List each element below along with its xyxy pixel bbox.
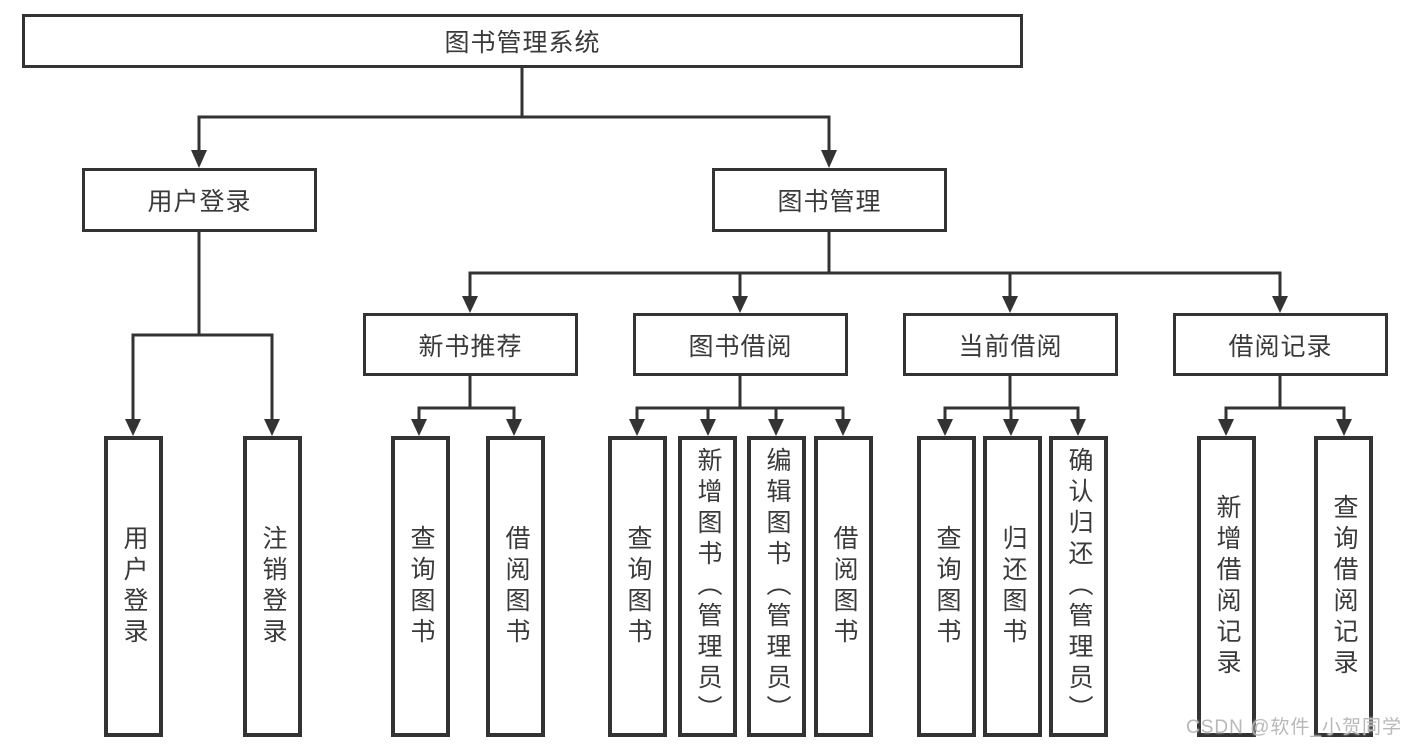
node-user-login: 用户登录 (82, 168, 317, 232)
leaf-edit-book-admin: 编辑图书（管理员） (747, 436, 806, 737)
leaf-user-login: 用户登录 (104, 436, 163, 737)
leaf-borrow-books: 借阅图书 (814, 436, 873, 737)
leaf-confirm-return-admin: 确认归还（管理员） (1049, 436, 1108, 737)
leaf-label: 新增借阅记录 (1213, 493, 1241, 680)
leaf-label: 借阅图书 (830, 524, 858, 649)
leaf-query-books-current: 查询图书 (917, 436, 976, 737)
leaf-label: 注销登录 (259, 524, 287, 649)
connector-current-to-leaves (937, 376, 1086, 436)
node-label: 图书借阅 (688, 332, 793, 361)
connector-bookmgmt-to-level3 (462, 232, 1288, 313)
leaf-add-borrow-record: 新增借阅记录 (1197, 436, 1256, 737)
leaf-label: 编辑图书（管理员） (763, 447, 791, 726)
leaf-label: 用户登录 (120, 524, 148, 649)
leaf-return-book: 归还图书 (983, 436, 1042, 737)
node-label: 图书管理 (777, 188, 882, 216)
leaf-query-books-borrow: 查询图书 (608, 436, 667, 737)
leaf-label: 查询图书 (624, 524, 652, 649)
node-label: 图书管理系统 (444, 29, 601, 57)
leaf-label: 新增图书（管理员） (694, 447, 722, 726)
leaf-borrow-books-recommend: 借阅图书 (486, 436, 545, 737)
node-borrow-records: 借阅记录 (1173, 313, 1388, 376)
leaf-logout: 注销登录 (243, 436, 302, 737)
leaf-query-borrow-record: 查询借阅记录 (1314, 436, 1373, 737)
leaf-label: 借阅图书 (502, 524, 530, 649)
connector-borrow-to-leaves (629, 376, 851, 436)
node-label: 借阅记录 (1228, 332, 1333, 361)
leaf-label: 查询图书 (407, 524, 435, 649)
leaf-label: 归还图书 (999, 524, 1027, 649)
connector-userlogin-to-leaves (125, 232, 280, 436)
node-new-book-recommend: 新书推荐 (363, 313, 578, 376)
csdn-watermark: CSDN @软件_小贺同学 (1186, 717, 1402, 738)
leaf-add-book-admin: 新增图书（管理员） (678, 436, 737, 737)
node-book-borrow: 图书借阅 (633, 313, 848, 376)
leaf-label: 查询借阅记录 (1330, 493, 1358, 680)
node-current-borrow: 当前借阅 (903, 313, 1118, 376)
connector-root-to-level2 (191, 68, 837, 168)
leaf-query-books-recommend: 查询图书 (391, 436, 450, 737)
node-label: 当前借阅 (958, 332, 1063, 361)
connector-newbook-to-leaves (411, 376, 522, 436)
node-label: 用户登录 (147, 188, 252, 216)
leaf-label: 确认归还（管理员） (1065, 447, 1093, 726)
connector-records-to-leaves (1218, 376, 1352, 436)
node-label: 新书推荐 (418, 332, 523, 361)
node-root-system: 图书管理系统 (22, 14, 1023, 68)
leaf-label: 查询图书 (933, 524, 961, 649)
node-book-management: 图书管理 (712, 168, 947, 232)
